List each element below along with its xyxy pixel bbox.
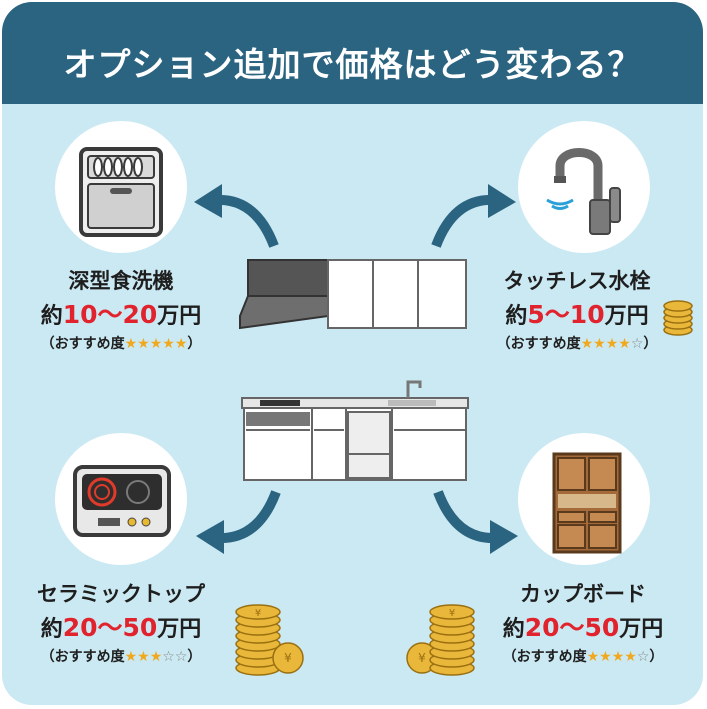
kitchen-upper-cabinet-icon xyxy=(239,259,467,330)
ceramic-cooktop-icon xyxy=(73,465,171,537)
option-dishwasher: 深型食洗機 約10〜20万円 （おすすめ度★★★★★） xyxy=(10,265,232,353)
title-banner: オプション追加で価格はどう変わる？ xyxy=(2,2,703,104)
svg-text:¥: ¥ xyxy=(418,651,426,665)
option-price: 約10〜20万円 xyxy=(40,300,202,329)
star-rating: ★★★☆☆ xyxy=(124,649,188,665)
yen-coin-stack-icon: ¥ ¥ xyxy=(235,604,304,676)
svg-text:¥: ¥ xyxy=(284,651,292,665)
option-touchless-faucet: タッチレス水栓 約5〜10万円 （おすすめ度★★★★☆） xyxy=(472,265,682,353)
page-title: オプション追加で価格はどう変わる？ xyxy=(63,45,642,84)
star-rating: ★★★★☆ xyxy=(580,336,644,352)
option-price: 約20〜50万円 xyxy=(502,613,664,642)
yen-coin-stack-icon xyxy=(663,300,693,336)
option-name: タッチレス水栓 xyxy=(503,269,651,293)
option-cupboard: カップボード 約20〜50万円 （おすすめ度★★★★☆） xyxy=(478,578,688,666)
option-price: 約20〜50万円 xyxy=(40,613,202,642)
touchless-faucet-icon xyxy=(546,148,621,235)
option-name: カップボード xyxy=(520,582,646,606)
option-price: 約5〜10万円 xyxy=(505,300,649,329)
price-range: 10〜20 xyxy=(62,300,158,329)
option-ceramic-cooktop: セラミックトップ 約20〜50万円 （おすすめ度★★★☆☆） xyxy=(10,578,232,666)
arrow-to-faucet xyxy=(431,184,516,248)
recommendation: （おすすめ度★★★★★） xyxy=(40,336,202,352)
star-rating: ★★★★★ xyxy=(124,336,188,352)
recommendation: （おすすめ度★★★★☆） xyxy=(502,649,664,665)
price-range: 5〜10 xyxy=(527,300,605,329)
faucet-circle xyxy=(518,121,650,253)
price-range: 20〜50 xyxy=(524,613,620,642)
price-range: 20〜50 xyxy=(62,613,158,642)
svg-text:¥: ¥ xyxy=(255,608,261,619)
arrow-to-dishwasher xyxy=(194,184,279,248)
recommendation: （おすすめ度★★★☆☆） xyxy=(40,649,202,665)
svg-text:¥: ¥ xyxy=(449,608,455,619)
arrow-to-cooktop xyxy=(196,490,281,554)
option-name: 深型食洗機 xyxy=(68,269,174,293)
arrow-to-cupboard xyxy=(433,490,518,554)
star-rating: ★★★★☆ xyxy=(586,649,650,665)
cupboard-icon xyxy=(552,452,622,554)
yen-coin-stack-icon: ¥ ¥ xyxy=(406,604,475,676)
system-kitchen-icon xyxy=(241,380,469,481)
option-name: セラミックトップ xyxy=(37,582,205,606)
dishwasher-icon xyxy=(79,147,163,237)
recommendation: （おすすめ度★★★★☆） xyxy=(496,336,658,352)
